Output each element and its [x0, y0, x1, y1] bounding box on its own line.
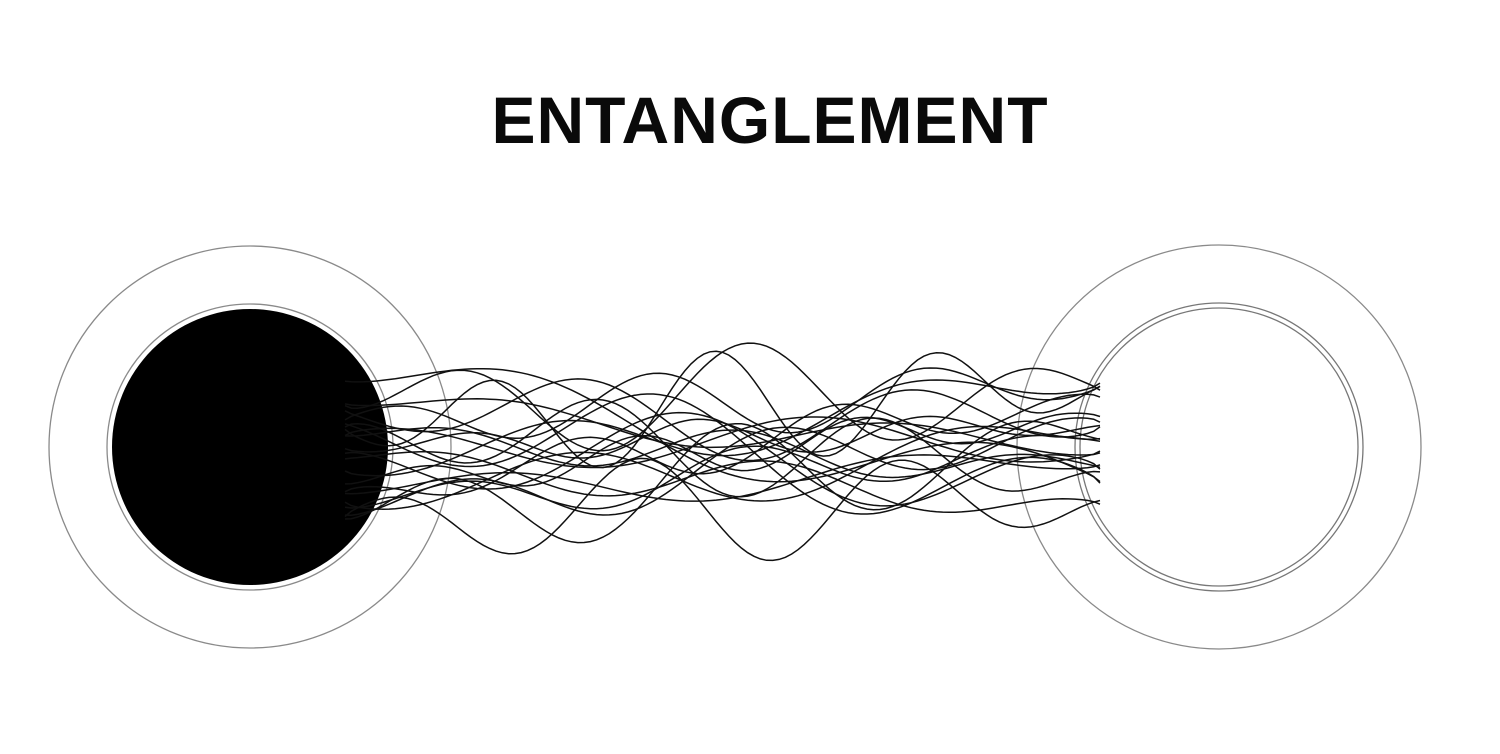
strand	[344, 457, 1101, 562]
strand	[344, 426, 1101, 479]
left-particle	[48, 245, 452, 649]
right-outer-ring	[1016, 244, 1422, 650]
left-inner-ring	[106, 303, 394, 591]
strand	[344, 454, 1101, 502]
strand	[344, 412, 1101, 487]
right-inner-ring-inner	[1079, 307, 1359, 587]
strand	[344, 398, 1101, 498]
left-outer-ring	[48, 245, 452, 649]
right-inner-ring-outer	[1074, 302, 1364, 592]
right-particle	[1016, 244, 1422, 650]
diagram-title: ENTANGLEMENT	[491, 83, 1049, 157]
strand	[344, 398, 1101, 456]
strand	[344, 416, 1101, 469]
strand	[344, 434, 1101, 510]
strand	[344, 425, 1101, 510]
strand	[344, 350, 1101, 469]
strand	[344, 417, 1101, 517]
entangled-strands	[344, 342, 1101, 562]
strand	[344, 393, 1101, 515]
strand	[344, 393, 1101, 496]
strand	[344, 367, 1101, 439]
strand	[344, 411, 1101, 507]
left-filled-core	[112, 309, 388, 585]
strand	[344, 378, 1101, 462]
